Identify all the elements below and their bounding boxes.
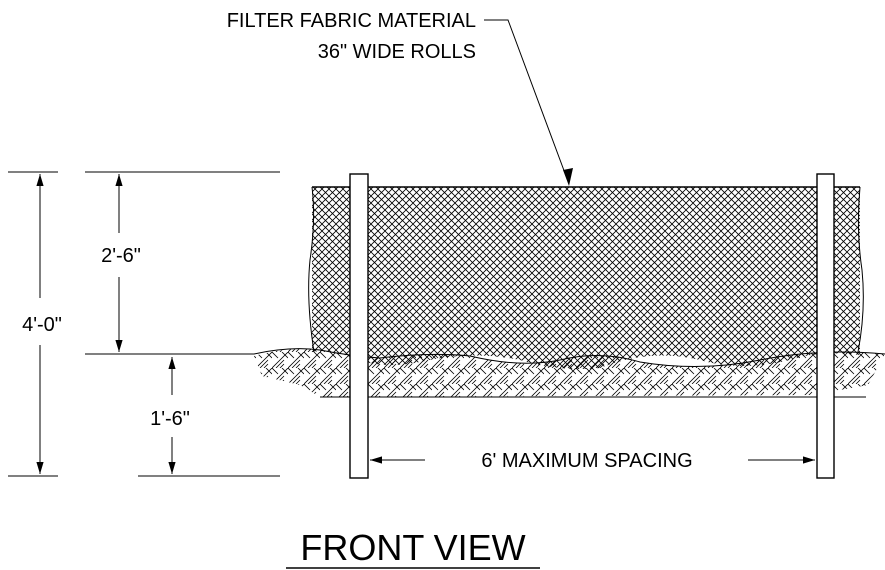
leader-line bbox=[484, 19, 570, 185]
right-post bbox=[816, 173, 835, 479]
dim-above-grade-label: 2'-6" bbox=[101, 245, 141, 267]
leader-arrowhead bbox=[563, 168, 573, 186]
dim-spacing-label: 6' MAXIMUM SPACING bbox=[481, 450, 692, 472]
dim-below-grade-label: 1'-6" bbox=[150, 408, 190, 430]
leader-label-line2: 36" WIDE ROLLS bbox=[318, 41, 476, 63]
filter-fabric-right-edge bbox=[857, 186, 864, 353]
leader-label-line1: FILTER FABRIC MATERIAL bbox=[227, 10, 476, 32]
left-post bbox=[349, 173, 369, 479]
filter-fabric bbox=[312, 187, 860, 369]
filter-fabric-left-edge bbox=[308, 186, 315, 353]
dim-total-label: 4'-0" bbox=[22, 314, 62, 336]
view-title: FRONT VIEW bbox=[300, 527, 525, 568]
